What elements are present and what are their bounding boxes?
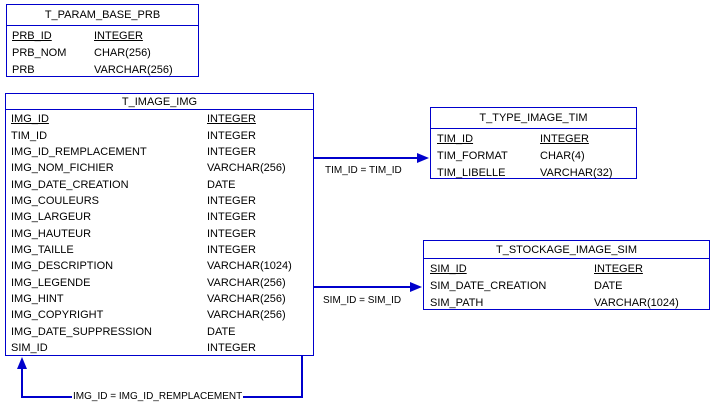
column-type: INTEGER bbox=[207, 129, 256, 142]
column-row: IMG_NOM_FICHIER VARCHAR(256) bbox=[6, 160, 313, 176]
table-t-param-base-prb[interactable]: T_PARAM_BASE_PRB PRB_ID INTEGER PRB_NOM … bbox=[6, 4, 199, 77]
column-type: VARCHAR(32) bbox=[540, 166, 613, 179]
column-row: IMG_TAILLE INTEGER bbox=[6, 242, 313, 258]
relation-label: SIM_ID = SIM_ID bbox=[323, 295, 402, 306]
column-row: TIM_ID INTEGER bbox=[431, 130, 636, 147]
column-row: IMG_LEGENDE VARCHAR(256) bbox=[6, 274, 313, 290]
column-type: INTEGER bbox=[94, 29, 143, 42]
column-type: INTEGER bbox=[540, 132, 589, 145]
table-columns: SIM_ID INTEGER SIM_DATE_CREATION DATE SI… bbox=[424, 259, 709, 312]
column-name: SIM_ID bbox=[430, 262, 467, 275]
relation-line-self-right bbox=[301, 356, 303, 398]
column-type: CHAR(4) bbox=[540, 149, 585, 162]
column-row: SIM_PATH VARCHAR(1024) bbox=[424, 295, 709, 312]
column-row: IMG_LARGEUR INTEGER bbox=[6, 209, 313, 225]
column-name: PRB_NOM bbox=[12, 46, 67, 59]
column-type: INTEGER bbox=[207, 113, 256, 126]
column-name: SIM_DATE_CREATION bbox=[430, 279, 547, 292]
arrow-up-icon bbox=[17, 357, 27, 369]
column-row: IMG_HINT VARCHAR(256) bbox=[6, 291, 313, 307]
arrow-right-icon bbox=[417, 153, 429, 163]
column-row: IMG_COPYRIGHT VARCHAR(256) bbox=[6, 307, 313, 323]
relation-line-img-sim bbox=[314, 286, 411, 288]
table-title: T_IMAGE_IMG bbox=[6, 94, 313, 110]
column-row: IMG_COULEURS INTEGER bbox=[6, 193, 313, 209]
column-name: TIM_ID bbox=[437, 132, 474, 145]
column-row: PRB_ID INTEGER bbox=[7, 27, 198, 44]
column-row: IMG_DATE_SUPPRESSION DATE bbox=[6, 323, 313, 339]
column-name: IMG_LEGENDE bbox=[11, 276, 91, 289]
arrow-right-icon bbox=[410, 282, 422, 292]
column-name: IMG_COULEURS bbox=[11, 194, 100, 207]
column-type: INTEGER bbox=[207, 341, 256, 354]
column-name: IMG_DATE_SUPPRESSION bbox=[11, 325, 152, 338]
table-t-stockage-image-sim[interactable]: T_STOCKAGE_IMAGE_SIM SIM_ID INTEGER SIM_… bbox=[423, 240, 710, 310]
table-columns: PRB_ID INTEGER PRB_NOM CHAR(256) PRB VAR… bbox=[7, 26, 198, 78]
column-type: INTEGER bbox=[207, 211, 256, 224]
column-row: IMG_DESCRIPTION VARCHAR(1024) bbox=[6, 258, 313, 274]
column-row: TIM_FORMAT CHAR(4) bbox=[431, 147, 636, 164]
table-t-type-image-tim[interactable]: T_TYPE_IMAGE_TIM TIM_ID INTEGER TIM_FORM… bbox=[430, 107, 637, 179]
column-row: IMG_DATE_CREATION DATE bbox=[6, 176, 313, 192]
column-type: CHAR(256) bbox=[94, 46, 151, 59]
column-type: VARCHAR(1024) bbox=[594, 297, 679, 310]
relation-line-img-tim bbox=[314, 157, 418, 159]
column-row: SIM_ID INTEGER bbox=[424, 260, 709, 277]
column-name: SIM_PATH bbox=[430, 297, 484, 310]
column-name: IMG_TAILLE bbox=[11, 243, 74, 256]
column-row: PRB VARCHAR(256) bbox=[7, 61, 198, 78]
column-name: IMG_ID bbox=[11, 113, 49, 126]
table-title: T_STOCKAGE_IMAGE_SIM bbox=[424, 241, 709, 259]
table-title: T_PARAM_BASE_PRB bbox=[7, 5, 198, 26]
column-row: TIM_LIBELLE VARCHAR(32) bbox=[431, 164, 636, 181]
column-type: INTEGER bbox=[207, 243, 256, 256]
column-name: PRB_ID bbox=[12, 29, 52, 42]
column-name: IMG_HINT bbox=[11, 292, 64, 305]
relation-label: IMG_ID = IMG_ID_REMPLACEMENT bbox=[72, 391, 244, 402]
table-columns: TIM_ID INTEGER TIM_FORMAT CHAR(4) TIM_LI… bbox=[431, 129, 636, 181]
column-type: DATE bbox=[207, 178, 236, 191]
column-row: IMG_ID INTEGER bbox=[6, 111, 313, 127]
relation-label: TIM_ID = TIM_ID bbox=[325, 165, 402, 176]
column-name: TIM_ID bbox=[11, 129, 48, 142]
column-name: TIM_LIBELLE bbox=[437, 166, 506, 179]
column-type: VARCHAR(256) bbox=[207, 276, 286, 289]
column-type: DATE bbox=[594, 279, 623, 292]
column-type: DATE bbox=[207, 325, 236, 338]
column-type: VARCHAR(1024) bbox=[207, 260, 292, 273]
column-type: INTEGER bbox=[207, 227, 256, 240]
column-row: PRB_NOM CHAR(256) bbox=[7, 44, 198, 61]
column-row: SIM_ID INTEGER bbox=[6, 340, 313, 356]
column-name: IMG_ID_REMPLACEMENT bbox=[11, 145, 147, 158]
column-name: IMG_COPYRIGHT bbox=[11, 309, 104, 322]
column-row: SIM_DATE_CREATION DATE bbox=[424, 277, 709, 294]
table-columns: IMG_ID INTEGER TIM_ID INTEGER IMG_ID_REM… bbox=[6, 110, 313, 356]
table-t-image-img[interactable]: T_IMAGE_IMG IMG_ID INTEGER TIM_ID INTEGE… bbox=[5, 93, 314, 356]
column-row: IMG_HAUTEUR INTEGER bbox=[6, 225, 313, 241]
column-type: VARCHAR(256) bbox=[207, 309, 286, 322]
column-type: VARCHAR(256) bbox=[207, 292, 286, 305]
column-name: TIM_FORMAT bbox=[437, 149, 508, 162]
relation-line-self-left bbox=[21, 367, 23, 397]
column-type: INTEGER bbox=[594, 262, 643, 275]
column-name: PRB bbox=[12, 63, 35, 76]
table-title: T_TYPE_IMAGE_TIM bbox=[431, 108, 636, 129]
column-name: SIM_ID bbox=[11, 341, 48, 354]
column-name: IMG_DATE_CREATION bbox=[11, 178, 129, 191]
column-row: IMG_ID_REMPLACEMENT INTEGER bbox=[6, 144, 313, 160]
column-name: IMG_LARGEUR bbox=[11, 211, 92, 224]
column-name: IMG_DESCRIPTION bbox=[11, 260, 114, 273]
column-row: TIM_ID INTEGER bbox=[6, 127, 313, 143]
column-type: INTEGER bbox=[207, 194, 256, 207]
column-type: VARCHAR(256) bbox=[207, 162, 286, 175]
column-type: VARCHAR(256) bbox=[94, 63, 173, 76]
column-name: IMG_HAUTEUR bbox=[11, 227, 92, 240]
column-name: IMG_NOM_FICHIER bbox=[11, 162, 114, 175]
column-type: INTEGER bbox=[207, 145, 256, 158]
